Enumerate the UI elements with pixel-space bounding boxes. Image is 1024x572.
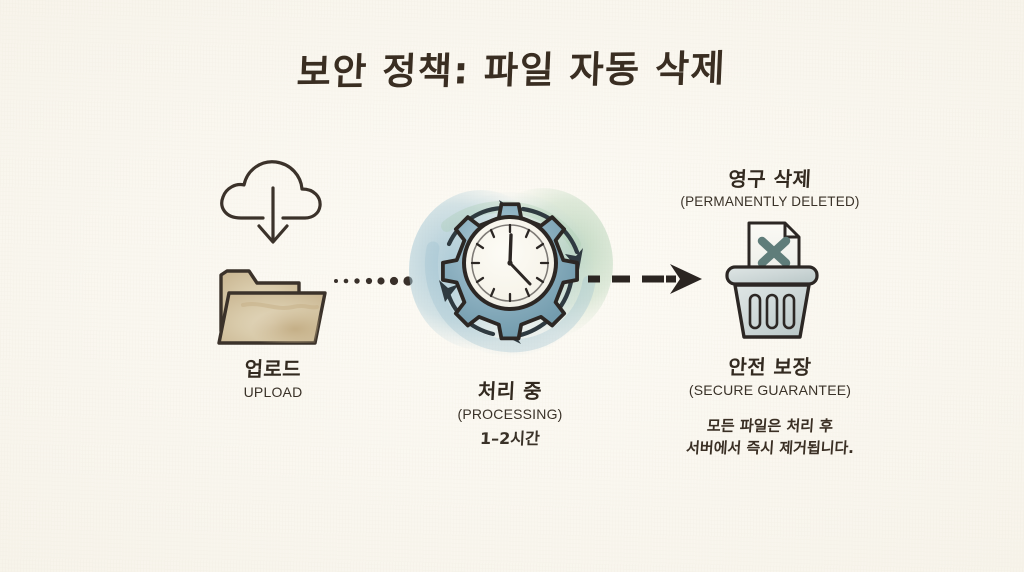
processing-icon-group bbox=[395, 178, 625, 373]
processing-label-group: 처리 중 (PROCESSING) 1–2시간 bbox=[395, 375, 625, 449]
connector-processing-to-delete bbox=[586, 262, 704, 296]
footnote: 모든 파일은 처리 후 서버에서 즉시 제거됩니다. bbox=[640, 416, 900, 460]
node-processing: 처리 중 (PROCESSING) 1–2시간 bbox=[395, 178, 625, 449]
upload-label-kr: 업로드 bbox=[243, 357, 302, 381]
processing-duration-label: 1–2시간 bbox=[479, 429, 541, 448]
document-x-icon bbox=[747, 221, 801, 275]
cloud-upload-icon bbox=[188, 145, 358, 249]
delete-bottom-label-kr: 안전 보장 bbox=[727, 355, 813, 379]
page-title-text: 보안 정책: 파일 자동 삭제 bbox=[296, 47, 728, 94]
page-title: 보안 정책: 파일 자동 삭제 bbox=[0, 40, 1024, 94]
node-upload: 업로드 UPLOAD bbox=[188, 145, 358, 400]
node-delete: 영구 삭제 (PERMANENTLY DELETED) bbox=[640, 163, 900, 398]
footnote-line-2: 서버에서 즉시 제거됩니다. bbox=[685, 438, 855, 457]
delete-top-label-group: 영구 삭제 (PERMANENTLY DELETED) bbox=[640, 163, 900, 209]
gear-clock-icon bbox=[440, 202, 579, 341]
processing-label-en: (PROCESSING) bbox=[457, 406, 563, 422]
upload-label-en: UPLOAD bbox=[243, 384, 303, 400]
delete-top-label-kr: 영구 삭제 bbox=[727, 167, 813, 191]
folder-icon bbox=[188, 253, 358, 349]
upload-label-group: 업로드 UPLOAD bbox=[188, 353, 358, 400]
footnote-line-1: 모든 파일은 처리 후 bbox=[706, 417, 834, 435]
delete-top-label-en: (PERMANENTLY DELETED) bbox=[680, 194, 860, 209]
connector-upload-to-processing bbox=[332, 268, 413, 294]
trash-can-icon bbox=[640, 215, 900, 345]
delete-bottom-label-en: (SECURE GUARANTEE) bbox=[688, 382, 852, 398]
processing-label-kr: 처리 중 bbox=[477, 379, 543, 403]
delete-bottom-label-group: 안전 보장 (SECURE GUARANTEE) bbox=[640, 351, 900, 398]
